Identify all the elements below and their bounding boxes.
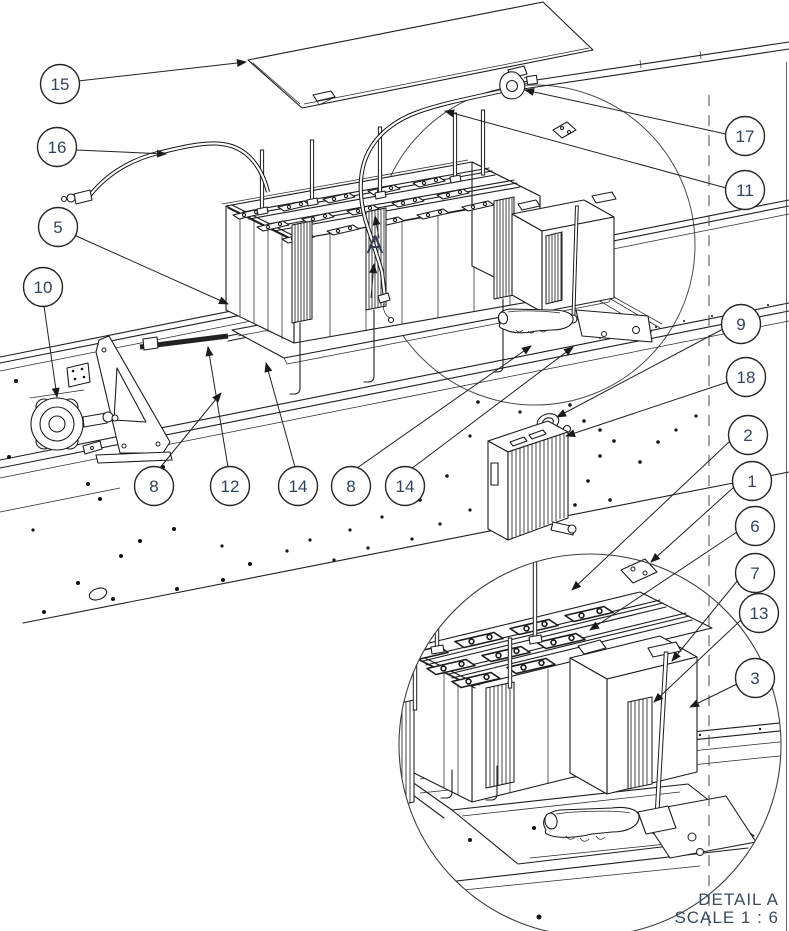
svg-text:15: 15 — [51, 75, 70, 94]
balloon-14-left: 14 — [277, 465, 319, 507]
motor-actuator — [29, 389, 119, 451]
busbar-plates-detail — [399, 605, 614, 689]
balloon-6: 6 — [734, 505, 776, 547]
detail-a-view — [399, 554, 781, 920]
svg-text:14: 14 — [289, 477, 308, 496]
svg-text:1: 1 — [747, 472, 756, 491]
detail-scale: SCALE 1 : 6 — [674, 908, 779, 927]
balloon-8-left: 8 — [133, 465, 175, 507]
gusset-bracket — [82, 335, 173, 464]
conduit-tube — [522, 41, 789, 90]
svg-text:12: 12 — [221, 477, 240, 496]
battery-cable-16 — [60, 141, 271, 205]
balloon-9: 9 — [720, 303, 762, 345]
balloon-10: 10 — [22, 266, 64, 308]
charger-heatsink — [487, 420, 577, 541]
balloon-5: 5 — [37, 206, 79, 248]
svg-text:8: 8 — [149, 477, 158, 496]
svg-text:6: 6 — [750, 517, 759, 536]
battery-cable-11 — [358, 87, 508, 324]
detail-title: DETAIL A — [698, 890, 779, 909]
end-battery-main — [511, 191, 617, 313]
svg-text:8: 8 — [346, 477, 355, 496]
balloon-16: 16 — [36, 126, 78, 168]
svg-text:14: 14 — [396, 477, 415, 496]
balloon-7: 7 — [734, 552, 776, 594]
shim-plate-upper — [552, 121, 577, 139]
svg-text:16: 16 — [48, 138, 67, 157]
mount-plate-4holes — [66, 362, 91, 388]
battery-pack-main — [221, 109, 653, 395]
cable-clamp-17 — [499, 65, 539, 100]
balloon-14-right: 14 — [384, 465, 426, 507]
balloon-11: 11 — [724, 169, 766, 211]
cover-panel — [247, 1, 594, 109]
section-label-a: A — [367, 215, 384, 299]
svg-text:3: 3 — [750, 669, 759, 688]
balloon-18: 18 — [725, 356, 767, 398]
svg-text:7: 7 — [750, 564, 759, 583]
balloon-8-right: 8 — [330, 465, 372, 507]
balloon-2: 2 — [727, 414, 769, 456]
svg-text:17: 17 — [736, 127, 755, 146]
balloon-3: 3 — [734, 657, 776, 699]
section-letter: A — [367, 231, 384, 259]
svg-text:18: 18 — [737, 368, 756, 387]
end-battery-detail — [569, 635, 698, 795]
svg-text:2: 2 — [743, 426, 752, 445]
handle-main — [497, 308, 653, 343]
svg-text:5: 5 — [53, 218, 62, 237]
cooling-fins-detail — [399, 681, 515, 809]
shim-plate — [620, 558, 658, 584]
svg-text:11: 11 — [736, 181, 754, 200]
svg-text:13: 13 — [750, 604, 769, 623]
threaded-rods-main — [256, 109, 486, 216]
svg-text:10: 10 — [34, 278, 53, 297]
handle-detail — [543, 795, 757, 859]
balloon-15: 15 — [39, 63, 81, 105]
balloon-17: 17 — [724, 115, 766, 157]
balloon-12: 12 — [209, 465, 251, 507]
leader-lines — [43, 59, 742, 708]
balloon-1: 1 — [731, 460, 773, 502]
battery-pack-detail — [399, 554, 757, 859]
balloon-13: 13 — [738, 592, 780, 634]
detail-a-boundary-circle — [398, 553, 782, 931]
svg-text:9: 9 — [736, 315, 745, 334]
